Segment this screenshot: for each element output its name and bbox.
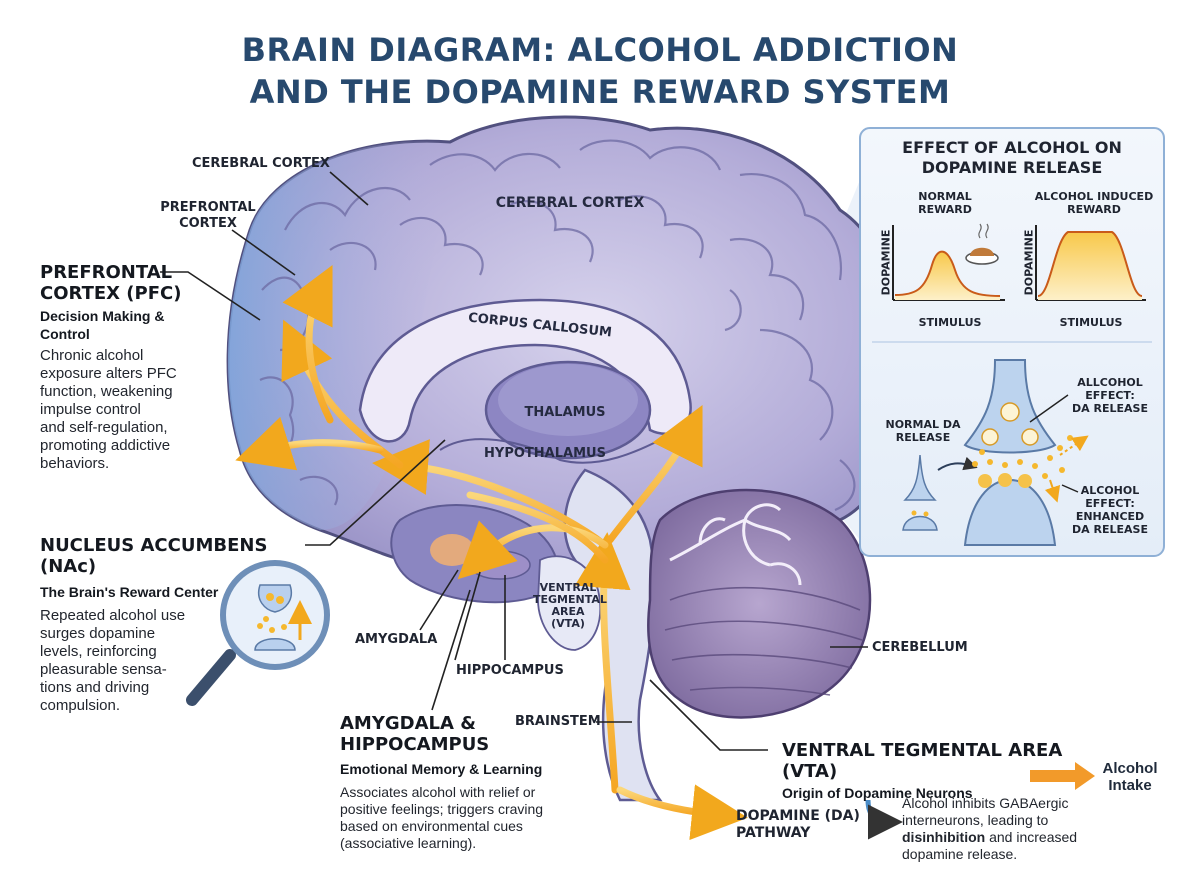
magnifier-icon — [186, 560, 330, 706]
vta-body-bold: disinhibition — [902, 829, 986, 845]
corpus-callosum-shape — [358, 298, 692, 443]
arbor-vitae — [669, 503, 802, 586]
alcohol-synapse-icon — [963, 359, 1089, 546]
pfc-subheading: Decision Making &Control — [40, 308, 165, 342]
vta-body: Alcohol inhibits GABAergic interneurons,… — [902, 795, 1078, 862]
label-cerebellum: CEREBELLUM — [872, 640, 968, 655]
label-brainstem: BRAINSTEM — [515, 714, 601, 729]
alcohol-intake-arrow — [1030, 762, 1095, 790]
vta-block: VENTRAL TEGMENTAL AREA (VTA) Origin of D… — [782, 740, 1102, 802]
normal-synapse-icon — [902, 454, 938, 531]
vta-subheading: Origin of Dopamine Neurons — [782, 785, 973, 801]
title-line-1: BRAIN DIAGRAM: ALCOHOL ADDICTION — [241, 31, 959, 69]
alcohol-reward-graph — [1035, 225, 1146, 301]
vta-heading: VENTRAL TEGMENTAL AREA (VTA) — [782, 740, 1063, 782]
amygdala-hippocampus-block: AMYGDALA &HIPPOCAMPUS Emotional Memory &… — [340, 713, 600, 852]
amygdala-shape — [430, 534, 474, 566]
nac-subheading: The Brain's Reward Center — [40, 584, 219, 600]
label-hypothalamus: HYPOTHALAMUS — [484, 446, 606, 461]
label-dopamine-pathway: DOPAMINE (DA)PATHWAY — [736, 808, 860, 841]
nac-heading: NUCLEUS ACCUMBENS (NAc) — [40, 535, 268, 577]
amy-hippo-heading: AMYGDALA &HIPPOCAMPUS — [340, 713, 490, 755]
label-hippocampus: HIPPOCAMPUS — [456, 663, 564, 678]
curved-arrow-icon — [865, 799, 903, 840]
label-thalamus: THALAMUS — [524, 405, 606, 420]
xlabel-stimulus-2: STIMULUS — [1059, 316, 1123, 329]
label-amygdala: AMYGDALA — [355, 632, 438, 647]
ylabel-dopamine-2: DOPAMINE — [1022, 229, 1036, 296]
title-line-2: AND THE DOPAMINE REWARD SYSTEM — [249, 73, 951, 111]
amy-hippo-subheading: Emotional Memory & Learning — [340, 761, 543, 777]
dopamine-pathways — [235, 264, 748, 841]
label-cerebral-cortex-inner: CEREBRAL CORTEX — [495, 195, 645, 211]
normal-reward-graph — [892, 223, 1005, 301]
xlabel-stimulus-1: STIMULUS — [918, 316, 982, 329]
nac-block: NUCLEUS ACCUMBENS (NAc) The Brain's Rewa… — [40, 535, 310, 715]
cerebellum-shape — [647, 488, 872, 719]
leader-lines — [160, 171, 868, 751]
ylabel-dopamine-1: DOPAMINE — [879, 229, 893, 296]
label-cerebral-cortex-outer: CEREBRAL CORTEX — [192, 156, 330, 171]
